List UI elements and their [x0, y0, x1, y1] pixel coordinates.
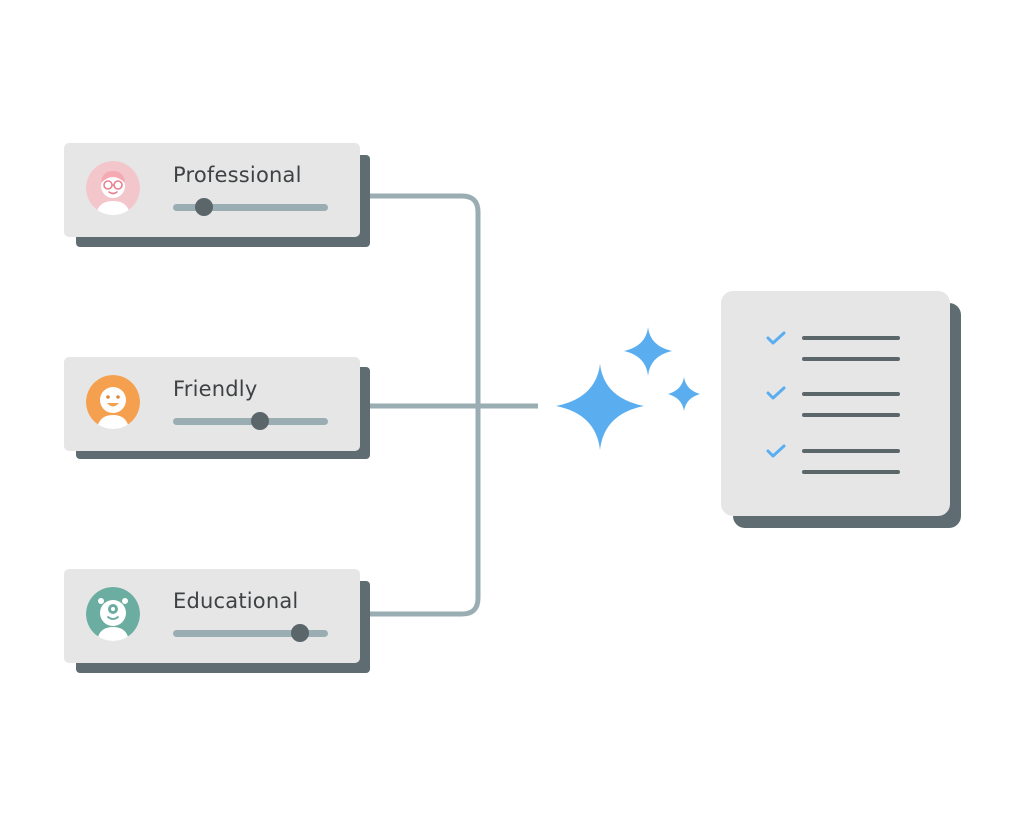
checklist-line [802, 392, 900, 396]
check-icon [766, 444, 786, 458]
persona-label: Professional [173, 163, 302, 187]
slider-knob[interactable] [291, 624, 310, 642]
glasses-person-icon [86, 161, 140, 215]
checklist-line [802, 413, 900, 417]
tone-slider[interactable] [173, 412, 328, 430]
slider-knob[interactable] [250, 412, 269, 430]
persona-card-professional[interactable]: Professional [64, 143, 360, 237]
check-icon [766, 331, 786, 345]
checklist-document-icon [721, 291, 950, 516]
tone-slider[interactable] [173, 624, 328, 642]
persona-card-friendly[interactable]: Friendly [64, 357, 360, 451]
slider-knob[interactable] [195, 198, 213, 216]
smiling-face-icon [86, 375, 140, 429]
persona-label: Friendly [173, 377, 258, 401]
check-icon [766, 386, 786, 400]
checklist-line [802, 357, 900, 361]
one-eyed-monster-icon [86, 587, 140, 641]
checklist-line [802, 449, 900, 453]
persona-card-educational[interactable]: Educational [64, 569, 360, 663]
tone-slider[interactable] [173, 198, 328, 216]
persona-label: Educational [173, 589, 299, 613]
checklist-line [802, 336, 900, 340]
checklist-line [802, 470, 900, 474]
